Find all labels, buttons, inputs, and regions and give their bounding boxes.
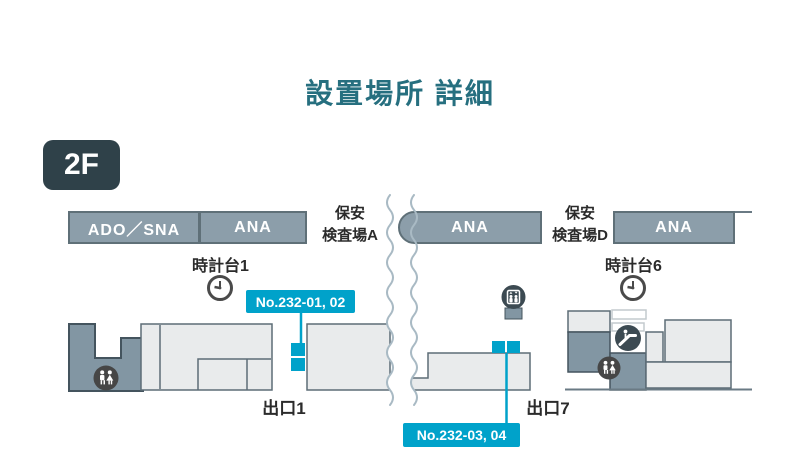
security-a-line2: 検査場A — [322, 227, 378, 244]
counter-ana-middle: ANA — [398, 211, 542, 244]
restroom-block — [68, 323, 144, 392]
elevator-pedestal — [504, 307, 523, 320]
clock-tower-1-label: 時計台1 — [192, 258, 249, 275]
page-title: 設置場所 詳細 — [305, 78, 495, 109]
floor-badge: 2F — [43, 140, 120, 190]
clock-icon — [207, 275, 233, 301]
signage-location-markers-1 — [291, 312, 305, 371]
counter-ado-sna: ADO／SNA — [68, 211, 200, 244]
restroom-icon — [597, 356, 621, 380]
location-label-232-03-04: No.232-03, 04 — [403, 423, 520, 447]
clock-icon — [620, 275, 646, 301]
exit-7-label: 出口7 — [526, 399, 570, 418]
location-label-232-01-02: No.232-01, 02 — [246, 290, 355, 313]
escalator-icon — [615, 325, 641, 351]
restroom-icon — [93, 365, 119, 391]
terminal-building-left — [140, 323, 391, 391]
clock-tower-6-label: 時計台6 — [605, 258, 662, 275]
map-break-band — [387, 195, 417, 405]
security-checkpoint-d-label: 保安 検査場D — [538, 203, 622, 247]
security-a-line1: 保安 — [334, 205, 365, 222]
security-checkpoint-a-label: 保安 検査場A — [308, 203, 392, 247]
terminal-complex-right — [567, 309, 732, 391]
security-d-line1: 保安 — [564, 205, 595, 222]
security-d-line2: 検査場D — [552, 227, 608, 244]
counter-ana-left: ANA — [199, 211, 307, 244]
terminal-building-right — [409, 352, 531, 391]
exit-1-label: 出口1 — [262, 399, 306, 418]
elevator-icon — [501, 285, 526, 309]
signage-location-markers-2 — [492, 341, 520, 423]
counter-ana-right: ANA — [613, 211, 735, 244]
